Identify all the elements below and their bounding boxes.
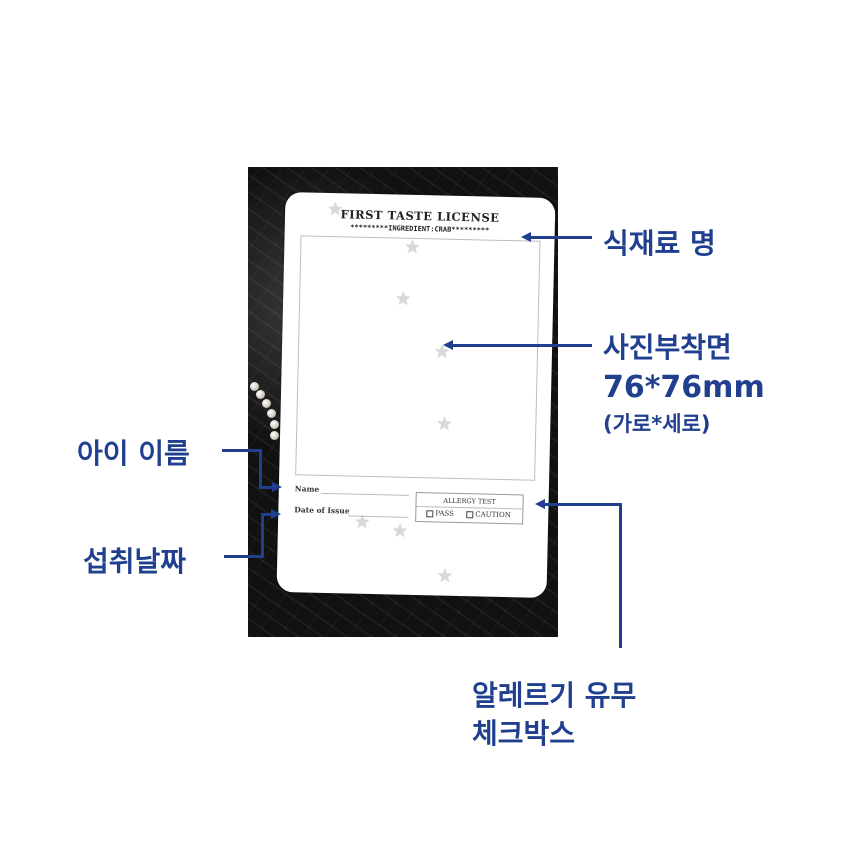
allergy-title: ALLERGY TEST bbox=[443, 496, 496, 506]
ingredient-arrow-icon bbox=[521, 232, 531, 242]
photo-connector bbox=[452, 344, 592, 347]
date-connector-v bbox=[261, 513, 264, 558]
callout-intake-date: 섭취날짜 bbox=[83, 545, 187, 578]
callout-allergy-line1: 알레르기 유무 bbox=[472, 679, 637, 712]
name-label: Name bbox=[294, 484, 320, 494]
caution-checkbox[interactable] bbox=[466, 510, 474, 518]
pass-checkbox[interactable] bbox=[426, 509, 434, 517]
photo-arrow-icon bbox=[443, 340, 453, 350]
callout-photo-size-note: (가로*세로) bbox=[603, 412, 711, 436]
callout-photo-size: 76*76mm bbox=[603, 370, 765, 405]
star-icon: ★ bbox=[326, 198, 344, 221]
name-arrow-icon bbox=[272, 482, 282, 492]
name-connector-h1 bbox=[222, 449, 262, 452]
ingredient-connector bbox=[530, 236, 592, 239]
caution-label: CAUTION bbox=[475, 510, 511, 520]
license-card: FIRST TASTE LICENSE *********INGREDIENT:… bbox=[276, 191, 556, 599]
pearl-strand bbox=[248, 382, 279, 442]
callout-ingredient-name: 식재료 명 bbox=[603, 227, 716, 260]
date-label: Date of Issue bbox=[294, 505, 350, 516]
callout-photo-area: 사진부착면 bbox=[603, 331, 732, 364]
date-arrow-icon bbox=[271, 509, 281, 519]
allergy-arrow-icon bbox=[535, 499, 545, 509]
date-connector-h1 bbox=[224, 555, 264, 558]
date-connector-h2 bbox=[261, 513, 271, 516]
star-icon: ★ bbox=[436, 565, 454, 587]
star-icon: ★ bbox=[404, 236, 421, 259]
allergy-connector-h bbox=[544, 503, 622, 506]
star-icon: ★ bbox=[391, 520, 409, 542]
photo-area bbox=[295, 235, 541, 481]
name-line bbox=[320, 492, 409, 496]
pass-label: PASS bbox=[435, 509, 454, 518]
name-connector-h2 bbox=[259, 486, 273, 489]
pass-option[interactable]: PASS bbox=[426, 509, 454, 518]
callout-child-name: 아이 이름 bbox=[77, 437, 190, 470]
allergy-test-box: ALLERGY TEST PASS CAUTION bbox=[415, 492, 524, 525]
name-connector-v bbox=[259, 449, 262, 489]
allergy-connector-v bbox=[619, 503, 622, 648]
star-icon: ★ bbox=[436, 413, 453, 435]
star-icon: ★ bbox=[394, 288, 412, 310]
callout-allergy-line2: 체크박스 bbox=[472, 717, 576, 750]
caution-option[interactable]: CAUTION bbox=[466, 510, 511, 519]
